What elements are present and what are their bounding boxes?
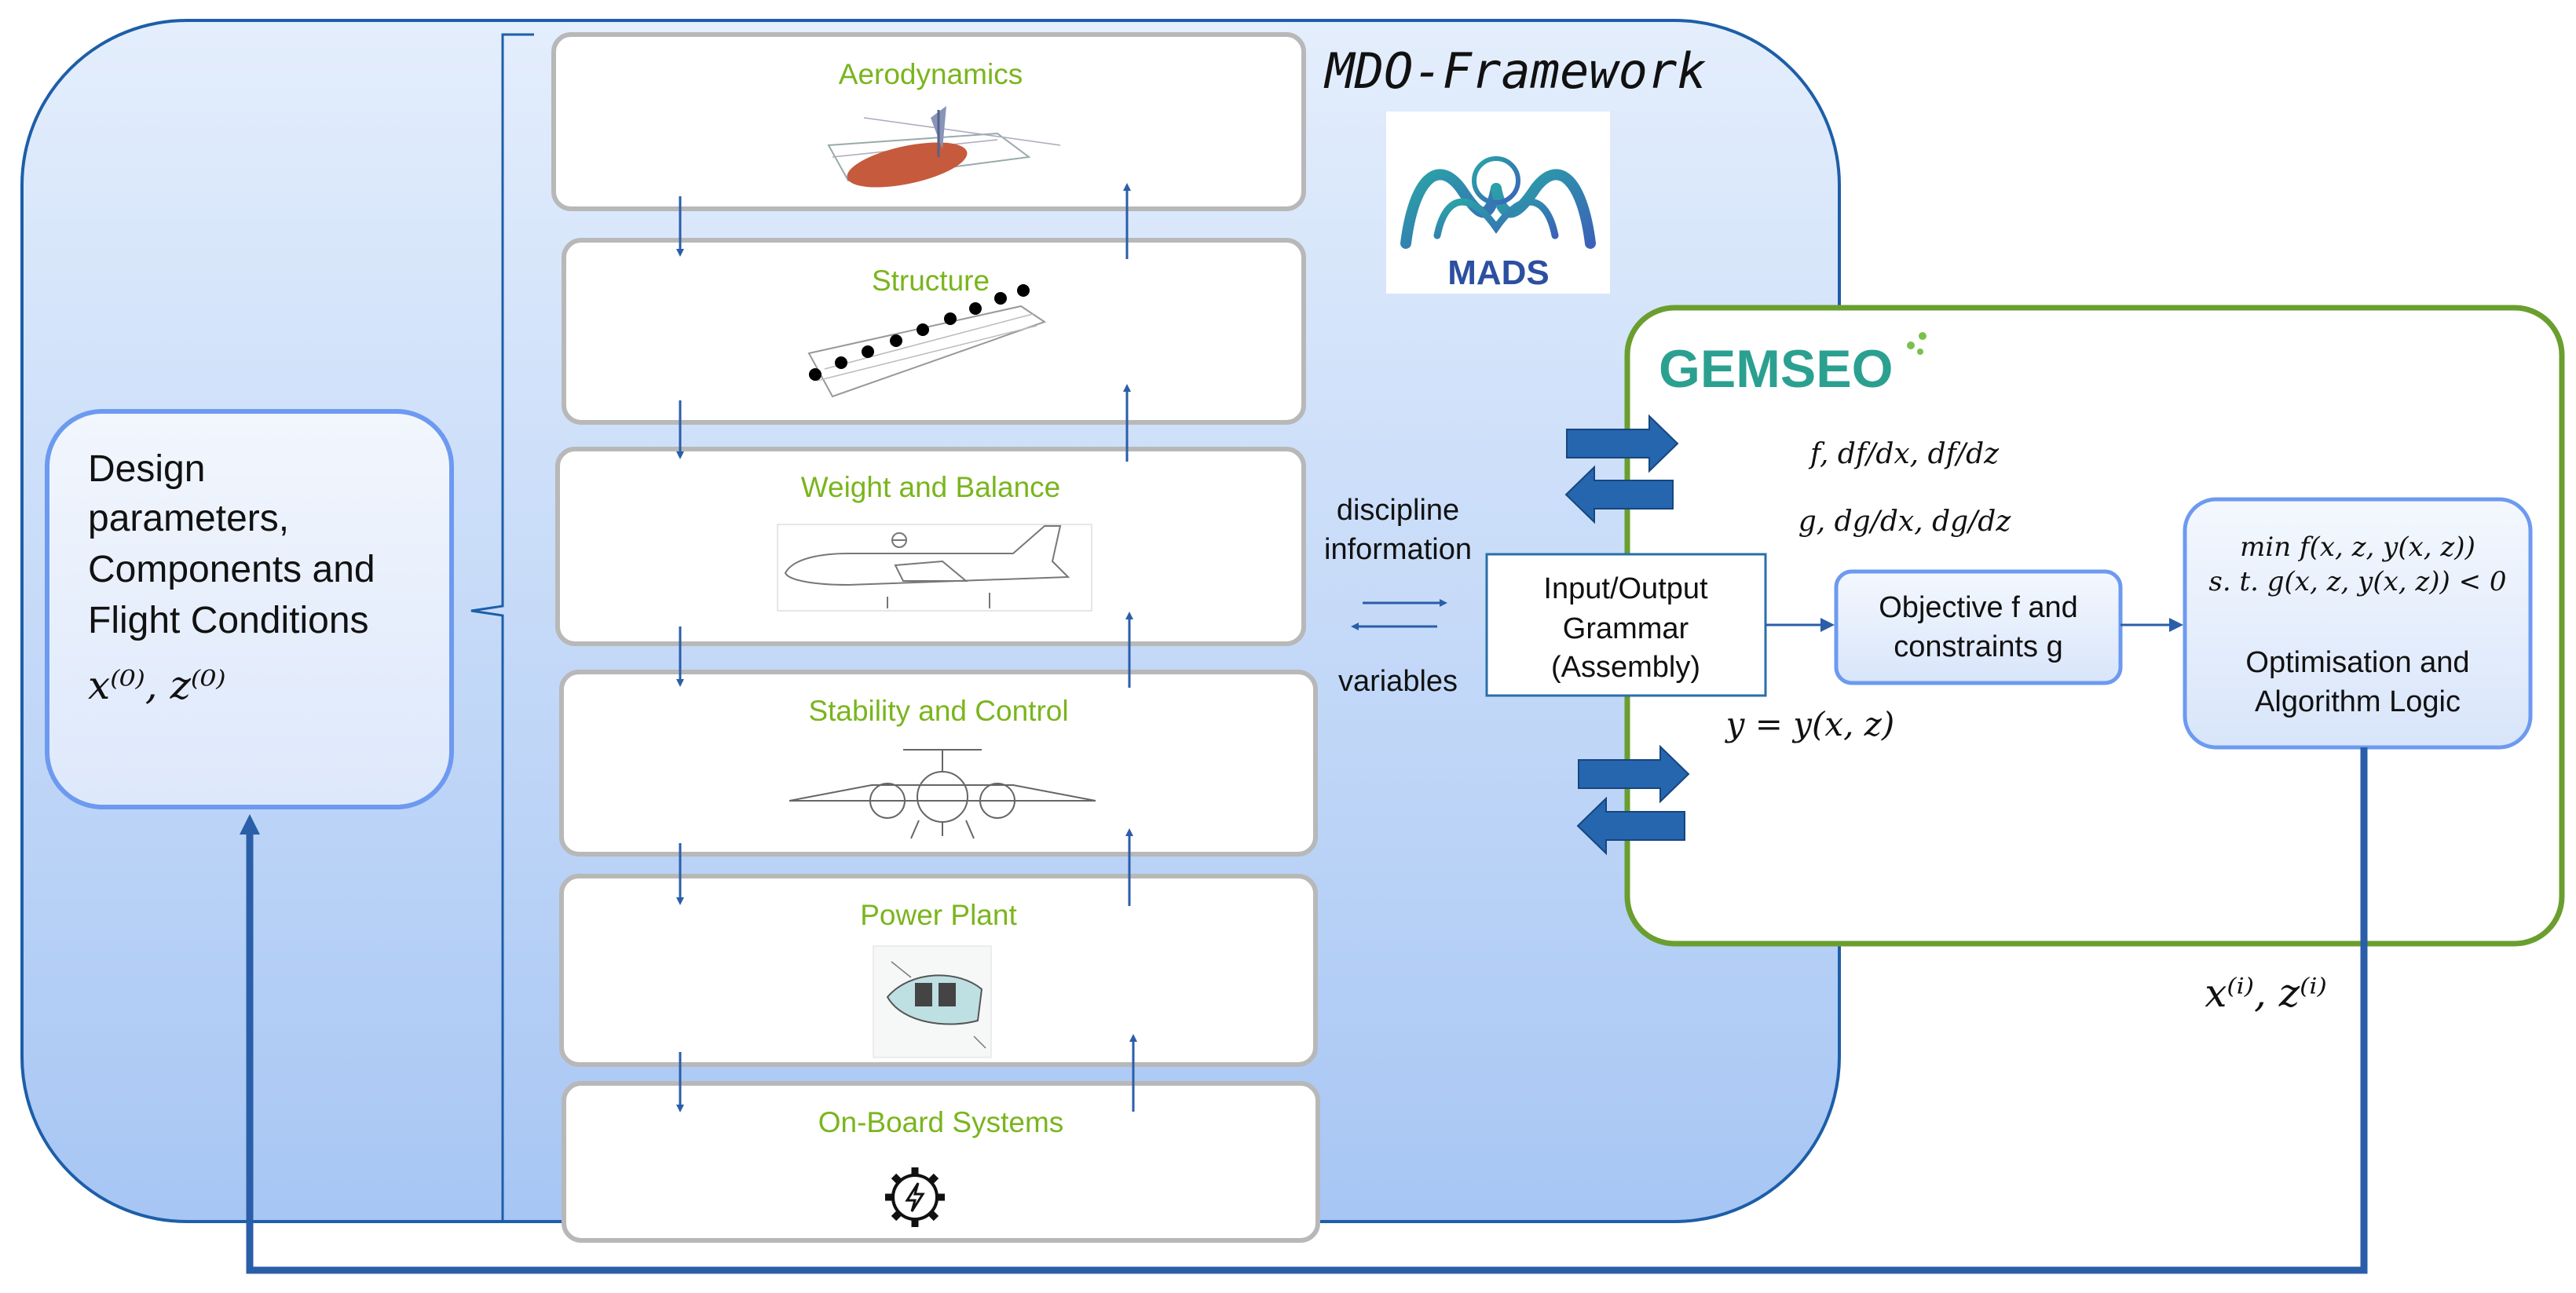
objective-line-1: Objective f and bbox=[1879, 591, 2077, 624]
constraint-gradients: g, dg/dx, dg/dz bbox=[1798, 506, 2012, 538]
grammar-line-3: (Assembly) bbox=[1551, 651, 1700, 684]
discipline-label: Weight and Balance bbox=[801, 471, 1061, 503]
feedback-loop-arrow bbox=[240, 747, 2368, 1274]
aircraft-aero-mesh-icon bbox=[827, 106, 1061, 188]
discipline-box-stability-control: Stability and Control bbox=[559, 670, 1318, 857]
aircraft-frontview-drawing-icon bbox=[789, 749, 1096, 839]
framework-title: MDO-Framework bbox=[1323, 42, 1706, 100]
mads-logo-icon bbox=[1400, 156, 1596, 249]
design-params-line-3: Components and bbox=[88, 549, 375, 590]
optimisation-label-1: Optimisation and bbox=[2245, 646, 2469, 679]
optimisation-label-2: Algorithm Logic bbox=[2255, 685, 2461, 718]
optimisation-formula-2: s. t. g(x, z, y(x, z)) < 0 bbox=[2208, 566, 2506, 597]
design-params-line-1: Design bbox=[88, 448, 205, 490]
framework-gemseo-exchange-arrows-bottom bbox=[1576, 744, 1690, 856]
objective-constraints-box: Objective f and constraints g bbox=[1834, 569, 2123, 685]
discipline-box-weight-balance: Weight and Balance bbox=[555, 447, 1306, 646]
mads-logo: MADS bbox=[1386, 111, 1610, 294]
discipline-info-line-1: discipline bbox=[1337, 494, 1459, 527]
aircraft-sideview-drawing-icon bbox=[777, 524, 1092, 612]
discipline-label: Power Plant bbox=[860, 899, 1017, 931]
discipline-info-line-2: information bbox=[1324, 533, 1472, 566]
design-params-line-2: parameters, bbox=[88, 498, 289, 539]
discipline-label: On-Board Systems bbox=[818, 1106, 1064, 1138]
mads-logo-text: MADS bbox=[1447, 254, 1550, 292]
io-grammar-box: Input/Output Grammar (Assembly) bbox=[1485, 553, 1767, 697]
design-params-vars: x⁽⁰⁾, z⁽⁰⁾ bbox=[88, 663, 226, 708]
discipline-bracket bbox=[470, 33, 534, 1223]
discipline-box-onboard-systems: On-Board Systems bbox=[562, 1081, 1320, 1243]
discipline-up-arrows bbox=[1123, 183, 1137, 1112]
variables-label: variables bbox=[1338, 665, 1458, 698]
coupling-equation: y = y(x, z) bbox=[1725, 705, 1895, 743]
wing-structure-icon bbox=[807, 284, 1047, 398]
gemseo-logo-text: GEMSEO bbox=[1659, 339, 1894, 399]
objective-gradients: f, df/dx, df/dz bbox=[1808, 438, 2000, 470]
discipline-box-power-plant: Power Plant bbox=[559, 874, 1318, 1067]
optimisation-formula-1: min f(x, z, y(x, z)) bbox=[2240, 531, 2475, 563]
objective-line-2: constraints g bbox=[1894, 630, 2062, 663]
design-parameters-box: Design parameters, Components and Flight… bbox=[45, 409, 454, 809]
exchange-arrows bbox=[1351, 599, 1447, 630]
design-params-line-4: Flight Conditions bbox=[88, 600, 369, 641]
powerplant-drawing-icon bbox=[873, 945, 992, 1058]
gear-lightning-icon bbox=[885, 1167, 945, 1227]
discipline-label: Stability and Control bbox=[808, 695, 1068, 727]
discipline-label: Structure bbox=[872, 265, 990, 297]
framework-gemseo-exchange-arrows-top bbox=[1564, 414, 1679, 524]
discipline-box-structure: Structure bbox=[562, 238, 1306, 425]
gemseo-logo: GEMSEO bbox=[1659, 332, 1927, 399]
grammar-line-2: Grammar bbox=[1563, 612, 1689, 645]
discipline-box-aerodynamics: Aerodynamics bbox=[551, 32, 1306, 211]
grammar-line-1: Input/Output bbox=[1543, 572, 1708, 605]
discipline-label: Aerodynamics bbox=[839, 58, 1023, 90]
optimisation-box: min f(x, z, y(x, z)) s. t. g(x, z, y(x, … bbox=[2183, 497, 2533, 750]
iteration-vars: x⁽ⁱ⁾, z⁽ⁱ⁾ bbox=[2205, 970, 2327, 1016]
